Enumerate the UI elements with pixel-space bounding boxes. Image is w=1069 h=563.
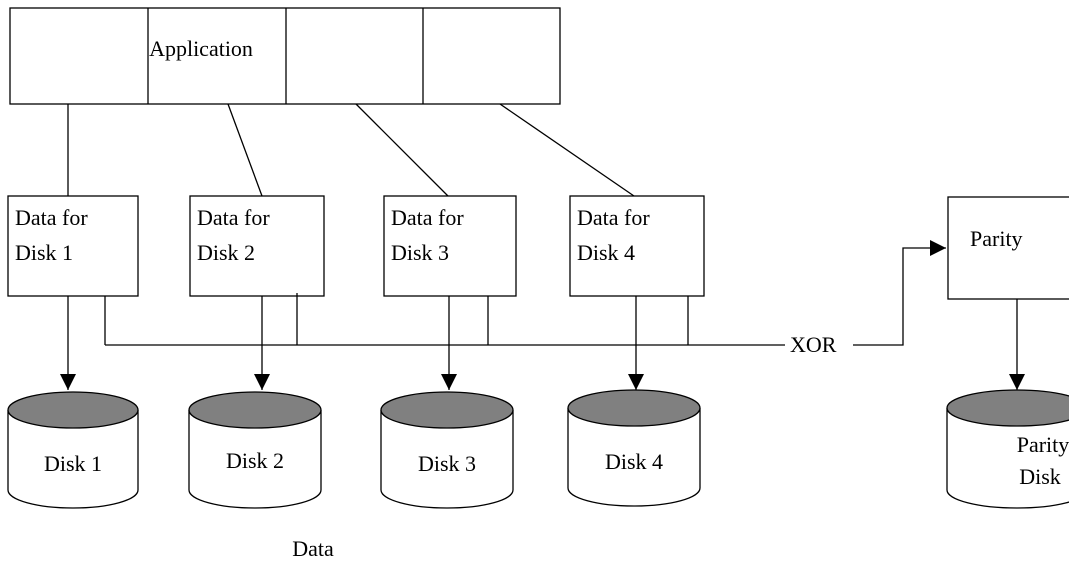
application-label: Application	[149, 36, 253, 61]
data-box-disk-2: Data for Disk 2	[189, 195, 325, 297]
data-box-1-line2: Disk 1	[15, 240, 73, 265]
disk-2: Disk 2	[188, 391, 322, 509]
parity-box-label: Parity	[970, 226, 1023, 251]
disk-3: Disk 3	[380, 391, 514, 509]
data-caption: Data	[292, 536, 334, 561]
application-block: Application	[9, 7, 561, 105]
parity-disk: Parity Disk	[946, 389, 1069, 509]
disk-2-label: Disk 2	[226, 448, 284, 473]
application-connectors	[67, 103, 635, 197]
data-to-disk-arrows	[60, 296, 644, 390]
disk-4: Disk 4	[567, 389, 701, 507]
data-box-2-line2: Disk 2	[197, 240, 255, 265]
parity-box: Parity	[947, 196, 1069, 300]
data-box-4-line1: Data for	[577, 205, 650, 230]
xor-bus: XOR	[104, 240, 946, 357]
data-box-disk-1: Data for Disk 1	[7, 195, 139, 297]
data-box-4-line2: Disk 4	[577, 240, 635, 265]
disk-4-label: Disk 4	[605, 449, 663, 474]
parity-disk-line1: Parity	[1017, 432, 1069, 457]
xor-label: XOR	[790, 332, 837, 357]
data-box-3-line2: Disk 3	[391, 240, 449, 265]
data-box-disk-4: Data for Disk 4	[569, 195, 705, 297]
data-box-1-line1: Data for	[15, 205, 88, 230]
disk-3-label: Disk 3	[418, 451, 476, 476]
disk-1: Disk 1	[7, 391, 139, 509]
data-box-2-line1: Data for	[197, 205, 270, 230]
data-box-3-line1: Data for	[391, 205, 464, 230]
parity-disk-line2: Disk	[1019, 464, 1061, 489]
disk-1-label: Disk 1	[44, 451, 102, 476]
data-box-disk-3: Data for Disk 3	[383, 195, 517, 297]
